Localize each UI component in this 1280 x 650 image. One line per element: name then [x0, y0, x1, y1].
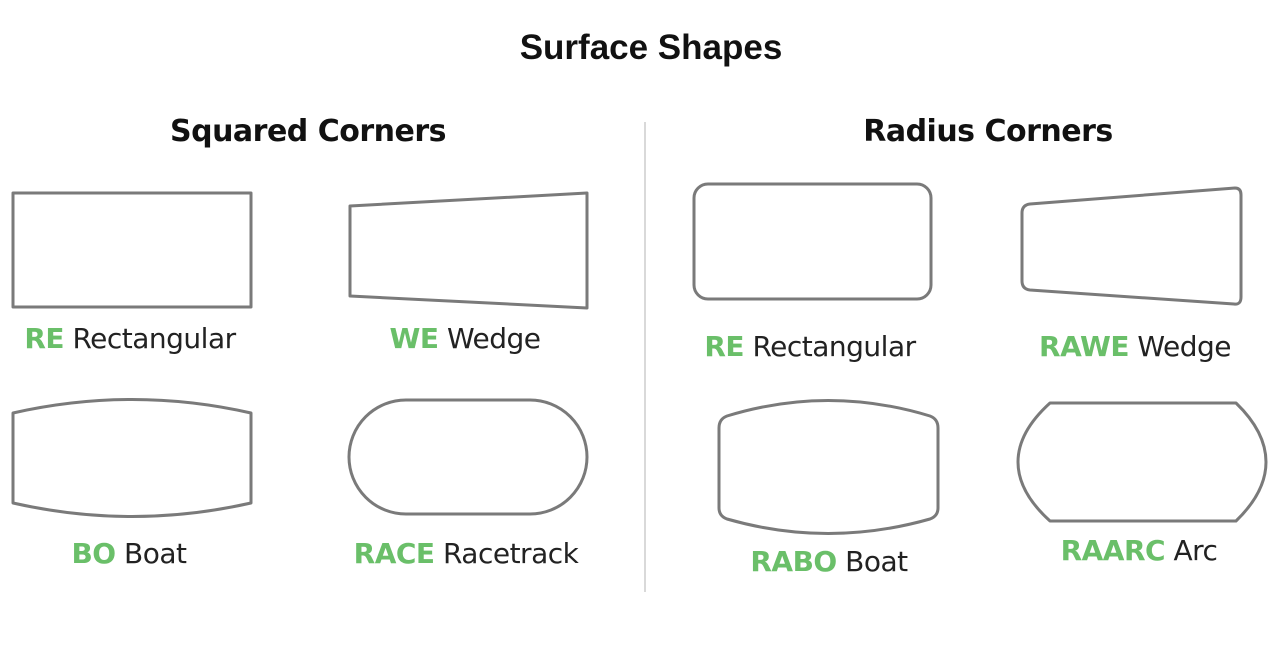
shape-code: RAARC — [1060, 534, 1166, 567]
squared-corners-heading: Squared Corners — [169, 114, 447, 149]
radius-boat-label: RABO Boat — [679, 544, 979, 580]
radius-rectangular-label: RE Rectangular — [660, 329, 960, 365]
squared-boat-label: BO Boat — [0, 536, 279, 572]
squared-wedge-label: WE Wedge — [315, 321, 615, 357]
shape-name: Rectangular — [72, 322, 236, 355]
shape-code: RAWE — [1039, 330, 1130, 363]
shape-name: Boat — [124, 537, 187, 570]
radius-wedge-shape — [1020, 186, 1243, 306]
radius-arc-shape — [1016, 401, 1268, 523]
section-divider — [644, 122, 646, 592]
shape-name: Wedge — [446, 322, 541, 355]
shape-name: Rectangular — [752, 330, 916, 363]
squared-racetrack-shape — [347, 398, 589, 516]
squared-rectangular-label: RE Rectangular — [0, 321, 280, 357]
squared-wedge-shape — [348, 191, 589, 310]
shape-name: Wedge — [1137, 330, 1231, 363]
shape-code: BO — [71, 537, 116, 570]
squared-rectangular-shape — [11, 191, 253, 309]
shape-name: Boat — [845, 545, 908, 578]
page-title: Surface Shapes — [519, 28, 783, 67]
radius-rectangular-shape — [692, 182, 933, 301]
radius-boat-shape — [717, 399, 940, 535]
shape-code: WE — [389, 322, 440, 355]
radius-corners-heading: Radius Corners — [863, 114, 1113, 149]
shape-code: RE — [24, 322, 65, 355]
shape-code: RACE — [353, 537, 435, 570]
radius-arc-label: RAARC Arc — [989, 533, 1280, 569]
shape-name: Arc — [1173, 534, 1218, 567]
radius-wedge-label: RAWE Wedge — [985, 329, 1280, 365]
shape-code: RABO — [750, 545, 837, 578]
squared-racetrack-label: RACE Racetrack — [316, 536, 616, 572]
shape-code: RE — [704, 330, 745, 363]
squared-boat-shape — [11, 398, 253, 518]
shape-name: Racetrack — [442, 537, 579, 570]
